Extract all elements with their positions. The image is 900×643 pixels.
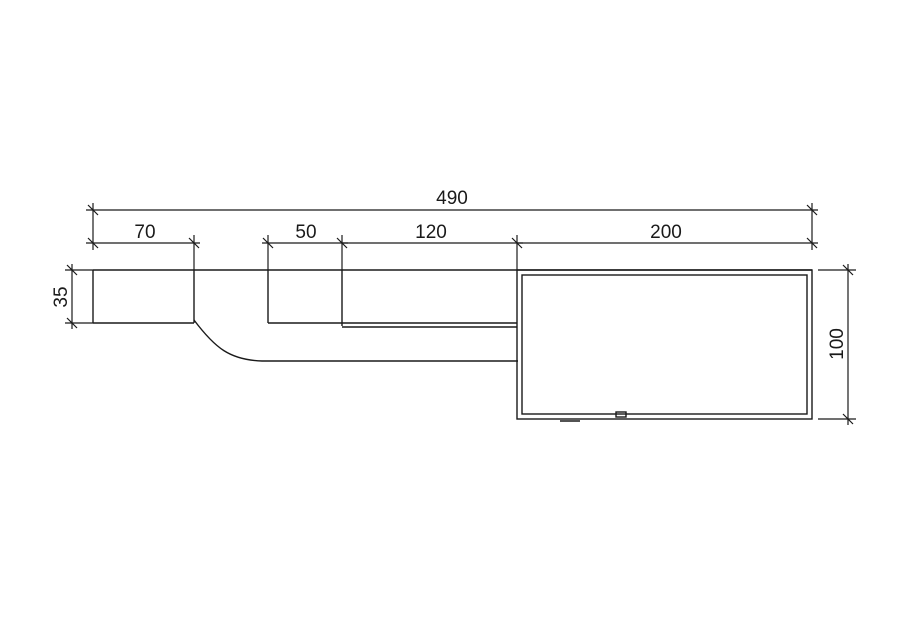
dimension-label-200: 200 xyxy=(650,222,682,243)
curved-bottom-edge xyxy=(193,319,518,362)
right-box-inner xyxy=(521,274,808,415)
right-box-foot xyxy=(615,411,627,418)
dimension-segments: 70 50 120 200 xyxy=(86,222,818,270)
dimension-label-120: 120 xyxy=(415,222,447,243)
dimension-label-50: 50 xyxy=(295,222,316,243)
shelf-outline xyxy=(92,269,813,422)
dimension-total-width: 490 xyxy=(86,188,818,250)
dimension-left-height: 35 xyxy=(51,264,93,329)
dimension-label-70: 70 xyxy=(134,222,155,243)
right-box-outer xyxy=(516,269,813,420)
dimension-label-35: 35 xyxy=(51,286,72,307)
dimension-label-490: 490 xyxy=(436,188,468,209)
dimension-label-100: 100 xyxy=(827,328,848,360)
dimension-right-height: 100 xyxy=(818,264,856,425)
